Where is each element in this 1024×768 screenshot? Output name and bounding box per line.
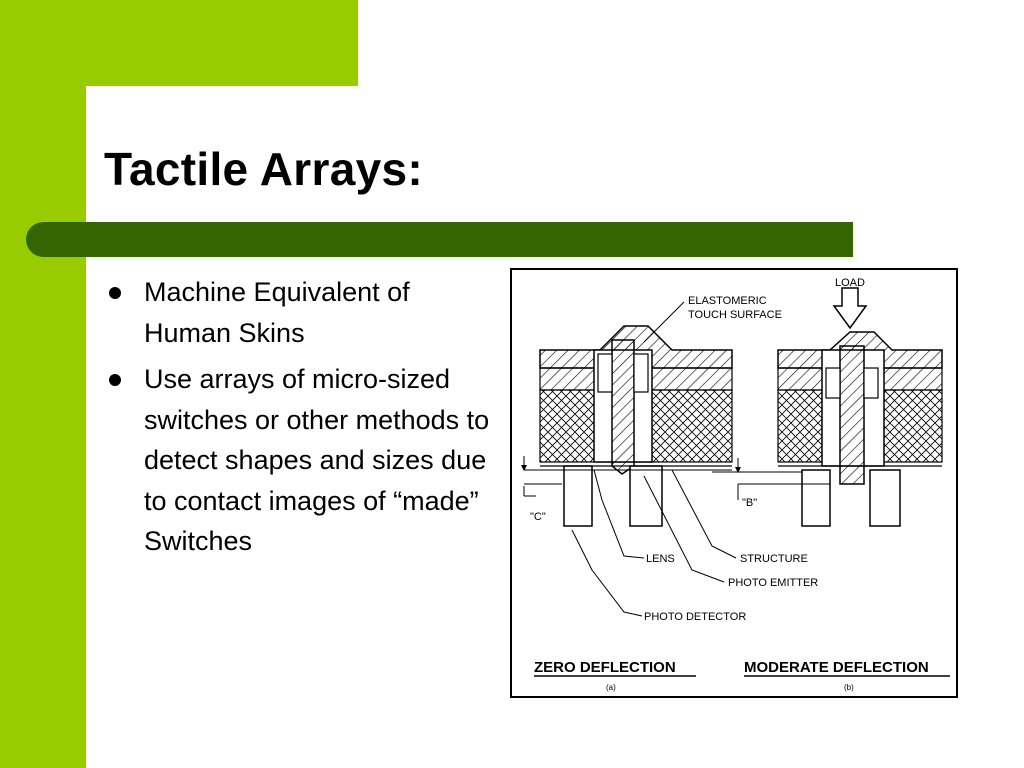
caption-zero-deflection: ZERO DEFLECTION (534, 659, 676, 676)
label-elastomeric-line1: ELASTOMERIC (688, 295, 767, 307)
top-accent-block (0, 0, 358, 86)
title-divider-bar (26, 222, 853, 257)
bullet-dot-icon (109, 287, 121, 299)
zero-deflection-assembly (539, 325, 733, 527)
load-arrow-icon (832, 287, 868, 330)
bullet-dot-icon (109, 374, 121, 386)
moderate-deflection-assembly (777, 287, 943, 527)
leader-lines (571, 301, 737, 617)
caption-moderate-sub: (b) (844, 683, 854, 692)
caption-zero-sub: (a) (606, 683, 616, 692)
label-photo-detector: PHOTO DETECTOR (644, 611, 746, 623)
bullet-item: Use arrays of micro-sized switches or ot… (106, 359, 501, 562)
caption-moderate-deflection: MODERATE DEFLECTION (744, 659, 929, 676)
label-b: "B" (742, 497, 757, 509)
bullet-list: Machine Equivalent of Human Skins Use ar… (106, 272, 501, 568)
bullet-text: Machine Equivalent of Human Skins (144, 277, 410, 348)
bullet-text: Use arrays of micro-sized switches or ot… (144, 364, 490, 556)
diagram-svg: LOAD ELASTOMERIC TOUCH SURFACE "B" "C" L… (521, 277, 950, 692)
label-photo-emitter: PHOTO EMITTER (728, 577, 818, 589)
dimension-marks (521, 456, 830, 500)
slide-title: Tactile Arrays: (104, 143, 423, 195)
bullet-item: Machine Equivalent of Human Skins (106, 272, 501, 353)
label-elastomeric-line2: TOUCH SURFACE (688, 309, 782, 321)
label-load: LOAD (835, 277, 865, 289)
label-structure: STRUCTURE (740, 553, 808, 565)
tactile-sensor-diagram: LOAD ELASTOMERIC TOUCH SURFACE "B" "C" L… (510, 268, 958, 698)
label-lens: LENS (646, 553, 675, 565)
content-corner (86, 86, 166, 166)
label-c: "C" (530, 511, 546, 523)
left-accent-strip (0, 0, 86, 768)
